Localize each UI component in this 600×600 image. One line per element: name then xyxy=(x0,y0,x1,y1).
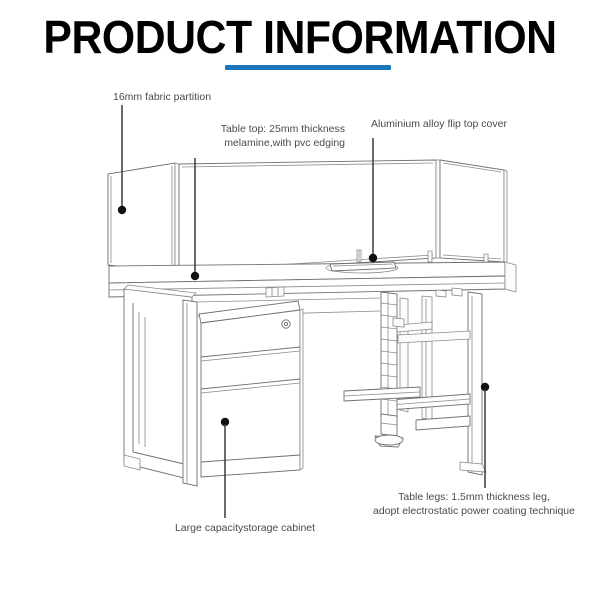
left-leg-frame xyxy=(123,284,198,487)
leveling-foot xyxy=(374,413,404,448)
page-title: PRODUCT INFORMATION xyxy=(43,11,557,63)
right-leg-frame xyxy=(388,287,487,476)
right-screen-panel xyxy=(439,159,508,264)
panel-mounting-clips xyxy=(185,249,489,277)
cpu-holder-rail xyxy=(380,291,433,419)
callout-storage-cabinet: Large capacitystorage cabinet xyxy=(174,522,316,534)
callout-flip-top-cover: Aluminium alloy flip top cover xyxy=(371,118,507,130)
title-underline-rule xyxy=(225,65,391,70)
left-screen-panel xyxy=(107,162,180,275)
back-screen-panel xyxy=(178,159,441,275)
desk-edge-catch xyxy=(265,286,285,298)
callout-table-legs: Table legs: 1.5mm thickness leg, adopt e… xyxy=(373,491,575,517)
foot-rest-bar xyxy=(343,386,421,402)
drawer-pedestal xyxy=(198,300,304,478)
leader-lines xyxy=(117,105,490,518)
flip-top-cover xyxy=(325,261,399,274)
callout-fabric-partition: 16mm fabric partition xyxy=(113,91,212,103)
callout-table-top: Table top: 25mm thickness melamine,with … xyxy=(220,123,345,149)
